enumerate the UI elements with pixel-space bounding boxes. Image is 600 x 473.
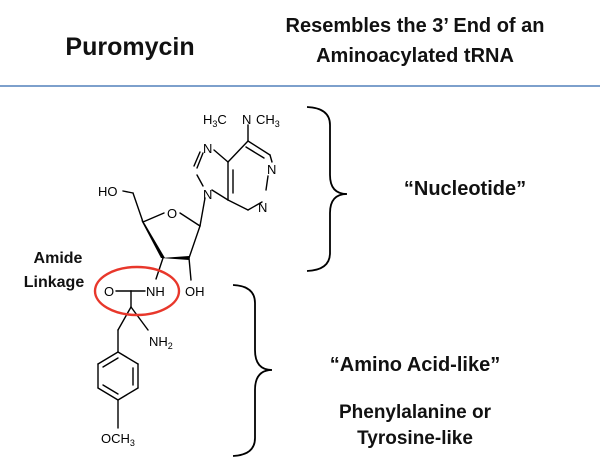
header-divider <box>0 85 600 87</box>
dimethylamino-label: H3C <box>203 112 227 129</box>
ho-label: HO <box>98 184 118 199</box>
nucleotide-label: “Nucleotide” <box>403 178 527 200</box>
n9-atom: N <box>203 187 212 202</box>
subtitle-line-1: Resembles the 3’ End of an <box>285 15 545 37</box>
nme-n-atom: N <box>242 112 251 127</box>
slide-title: Puromycin <box>65 33 195 61</box>
amino-acid-label: “Amino Acid-like” <box>329 354 501 376</box>
carbonyl-oxygen: O <box>104 284 114 299</box>
n3-atom: N <box>258 200 267 215</box>
amide-label-line-2: Linkage <box>23 274 85 291</box>
methoxy-label: OCH3 <box>101 431 135 448</box>
phenylalanine-label-line-1: Phenylalanine or <box>338 402 492 423</box>
amide-label-line-1: Amide <box>33 250 83 267</box>
nucleotide-brace <box>306 106 348 272</box>
amide-nh: NH <box>146 284 165 299</box>
methyl-label: CH3 <box>256 112 280 129</box>
hydroxyl-label: OH <box>185 284 205 299</box>
amine-label: NH2 <box>149 334 173 351</box>
n7-atom: N <box>203 141 212 156</box>
phenylalanine-label-line-2: Tyrosine-like <box>357 428 473 449</box>
amino-acid-brace <box>232 284 273 457</box>
amide-highlight-circle <box>93 265 181 317</box>
subtitle-line-2: Aminoacylated tRNA <box>316 45 514 67</box>
n1-atom: N <box>267 162 276 177</box>
ring-oxygen: O <box>167 206 177 221</box>
